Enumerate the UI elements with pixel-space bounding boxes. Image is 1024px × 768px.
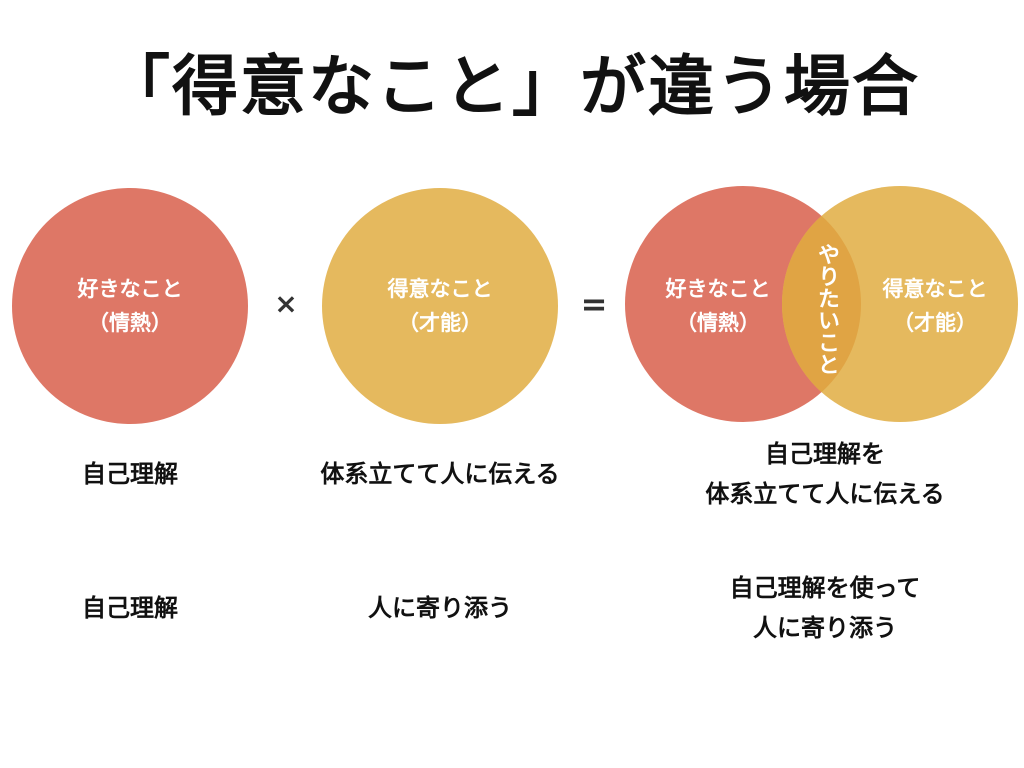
venn-talent-label: 得意なこと （才能）	[860, 272, 1010, 340]
row2-talent-caption: 人に寄り添う	[368, 594, 512, 622]
row2-passion-caption: 自己理解	[82, 594, 178, 622]
talent-circle-label: 得意なこと	[387, 277, 493, 301]
talent-circle-sublabel: （才能）	[398, 311, 482, 335]
row2-result-caption: 自己理解を使って 人に寄り添う	[660, 568, 990, 648]
row1-result-line2: 体系立てて人に伝える	[705, 480, 945, 508]
passion-circle: 好きなこと （情熱）	[12, 188, 248, 424]
passion-circle-label: 好きなこと	[77, 277, 183, 301]
venn-overlap-label: やりたいこと	[814, 243, 839, 375]
passion-circle-sublabel: （情熱）	[88, 311, 172, 335]
row1-talent-caption: 体系立てて人に伝える	[320, 460, 560, 488]
venn-passion-label-line1: 好きなこと	[665, 277, 771, 301]
page-title: 「得意なこと」が違う場合	[104, 48, 920, 125]
row1-result-caption: 自己理解を 体系立てて人に伝える	[660, 434, 990, 514]
venn-passion-label-line2: （情熱）	[676, 311, 760, 335]
row2-result-line1: 自己理解を使って	[729, 574, 921, 602]
row1-result-line1: 自己理解を	[765, 440, 885, 468]
talent-circle: 得意なこと （才能）	[322, 188, 558, 424]
equals-operator: =	[580, 285, 608, 323]
venn-talent-label-line1: 得意なこと	[882, 277, 988, 301]
venn-talent-label-line2: （才能）	[893, 311, 977, 335]
venn-diagram	[625, 186, 1018, 422]
row1-passion-caption: 自己理解	[82, 460, 178, 488]
row2-result-line2: 人に寄り添う	[753, 614, 897, 642]
venn-overlap-area	[782, 186, 861, 422]
venn-passion-label: 好きなこと （情熱）	[643, 272, 793, 340]
multiply-operator: ×	[274, 287, 298, 320]
